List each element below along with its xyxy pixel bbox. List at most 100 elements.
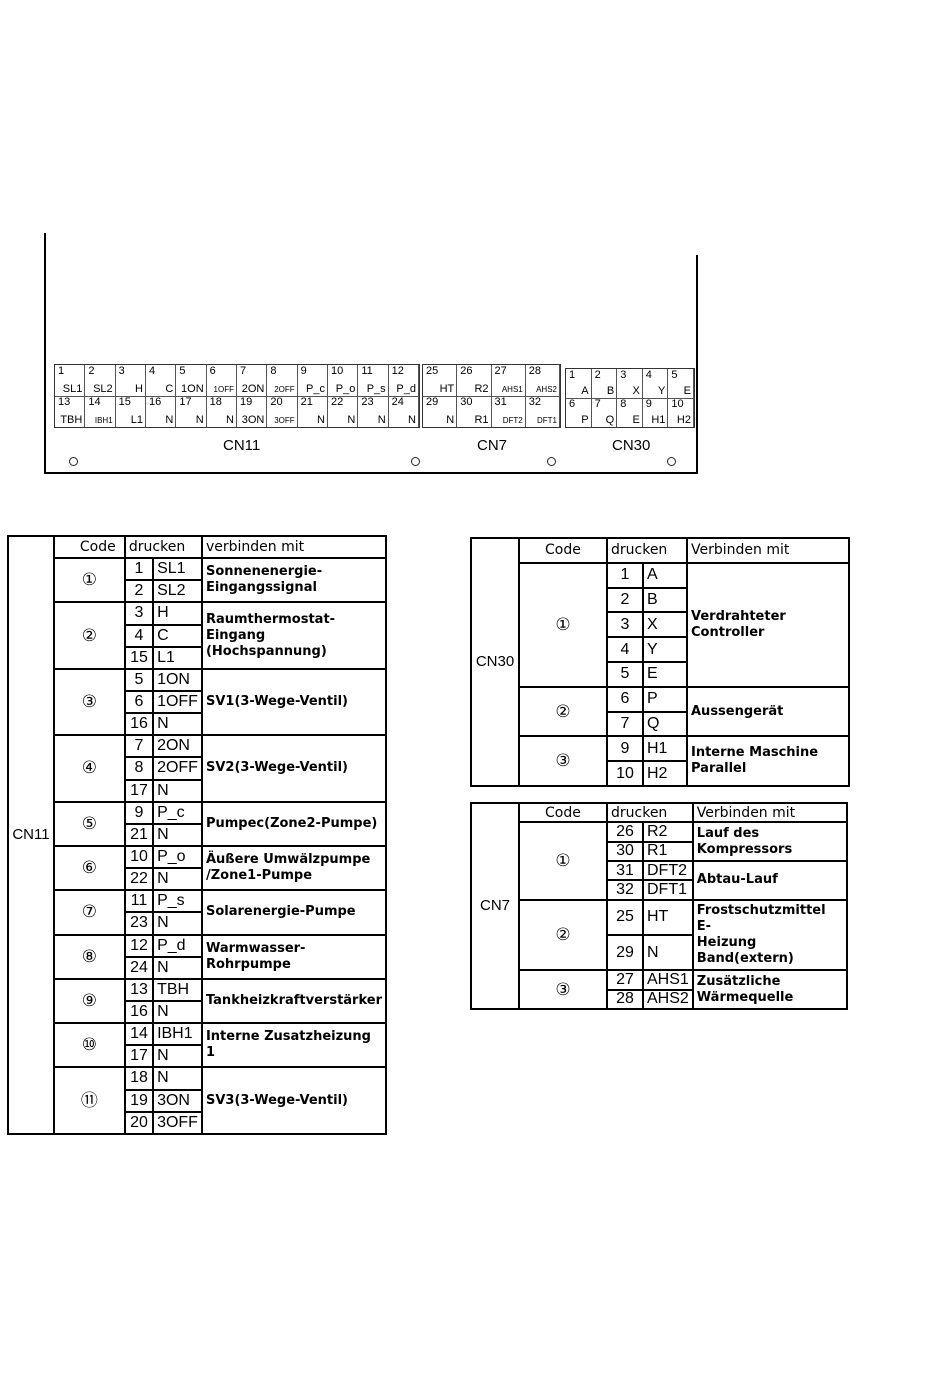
group-code: ① [52, 557, 126, 604]
pin-number: 1 [123, 557, 155, 582]
pin-number: 9 [606, 735, 644, 763]
header-connect: Verbinden mit [686, 537, 850, 564]
pin-number: 19 [123, 1088, 155, 1113]
terminal-pin-number: 15 [118, 396, 131, 408]
pin-number: 5 [606, 660, 644, 688]
pin-label: B [642, 586, 688, 614]
terminal-divider [423, 396, 560, 397]
terminal-pin-number: 1 [58, 365, 65, 377]
header-code: Code [52, 534, 126, 560]
group-code: ⑦ [52, 889, 126, 936]
pin-label: P_s [152, 889, 203, 914]
pin-number: 7 [123, 734, 155, 759]
pin-label: SL1 [152, 557, 203, 582]
connector-name: CN30 [470, 537, 520, 787]
pin-number: 16 [123, 999, 155, 1025]
connection-description: Verdrahteter Controller [686, 561, 850, 688]
terminal-pin-label: H2 [676, 414, 691, 426]
terminal-pin-number: 4 [149, 365, 156, 377]
terminal-pin-number: 29 [426, 396, 439, 408]
connection-description: Solarenergie-Pumpe [200, 889, 388, 936]
connection-description: Warmwasser-Rohrpumpe [200, 933, 388, 980]
terminal-pin-number: 28 [528, 365, 541, 377]
connection-description: Tankheizkraftverstärker [200, 977, 388, 1025]
terminal-pin-label: H1 [651, 414, 666, 426]
pin-number: 12 [123, 933, 155, 958]
pin-number: 8 [123, 756, 155, 781]
pin-label: AHS2 [642, 988, 694, 1011]
pin-label: DFT1 [642, 879, 694, 901]
header-print: drucken [606, 537, 688, 564]
pin-label: R1 [642, 840, 694, 862]
terminal-pin-number: 2 [594, 369, 601, 381]
connection-description: Äußere Umwälzpumpe/Zone1-Pumpe [200, 844, 388, 892]
pin-label: N [152, 778, 203, 803]
terminal-pin-label: A [581, 385, 589, 397]
terminal-pin-number: 16 [149, 396, 162, 408]
pin-label: P_c [152, 800, 203, 825]
terminal-pin-number: 7 [594, 398, 601, 410]
group-code: ⑧ [52, 933, 126, 980]
terminal-pin-label: P_c [306, 383, 325, 395]
pin-label: A [642, 561, 688, 589]
pin-label: 3OFF [152, 1110, 203, 1136]
pin-label: 3ON [152, 1088, 203, 1113]
group-code: ② [518, 685, 608, 738]
group-code: ② [52, 601, 126, 670]
pin-label: AHS1 [642, 969, 694, 991]
terminal-pin-label: N [408, 414, 416, 426]
terminal-pin-label: H [135, 383, 143, 395]
terminal-pin-label: 2OFF [274, 385, 295, 394]
group-code: ⑪ [52, 1066, 126, 1135]
pin-number: 27 [606, 969, 644, 991]
terminal-pin-label: R1 [474, 414, 489, 426]
pin-number: 25 [606, 898, 644, 936]
pin-number: 32 [606, 879, 644, 901]
pin-label: 1ON [152, 667, 203, 692]
pin-label: 2ON [152, 734, 203, 759]
pin-number: 9 [123, 800, 155, 825]
connection-description: SV1(3-Wege-Ventil) [200, 667, 388, 737]
pin-number: 6 [123, 689, 155, 715]
group-code: ① [518, 821, 608, 901]
pin-label: H2 [642, 760, 688, 787]
pin-label: IBH1 [152, 1022, 203, 1047]
terminal-pin-label: SL1 [62, 383, 83, 395]
group-code: ④ [52, 734, 126, 803]
